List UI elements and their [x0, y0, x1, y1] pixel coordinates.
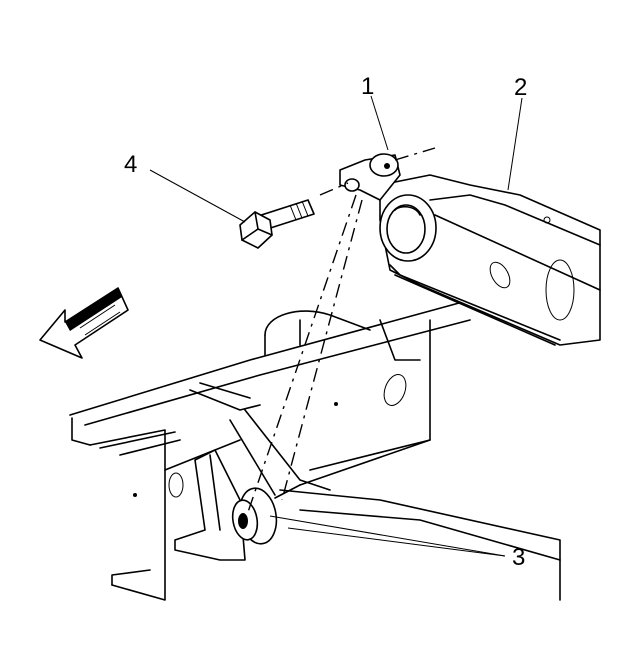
control-arm [339, 153, 601, 346]
callout-4-label: 4 [124, 151, 138, 178]
leader-lines [149, 95, 523, 557]
callout-3-label: 3 [512, 544, 526, 571]
alignment-lines [246, 147, 436, 516]
callout-1-label: 1 [361, 73, 375, 100]
callout-2-label: 2 [514, 74, 528, 101]
bolt [239, 199, 315, 249]
frame-rail [69, 284, 581, 601]
direction-arrow-icon [39, 287, 129, 359]
lower-bracket [174, 449, 301, 561]
